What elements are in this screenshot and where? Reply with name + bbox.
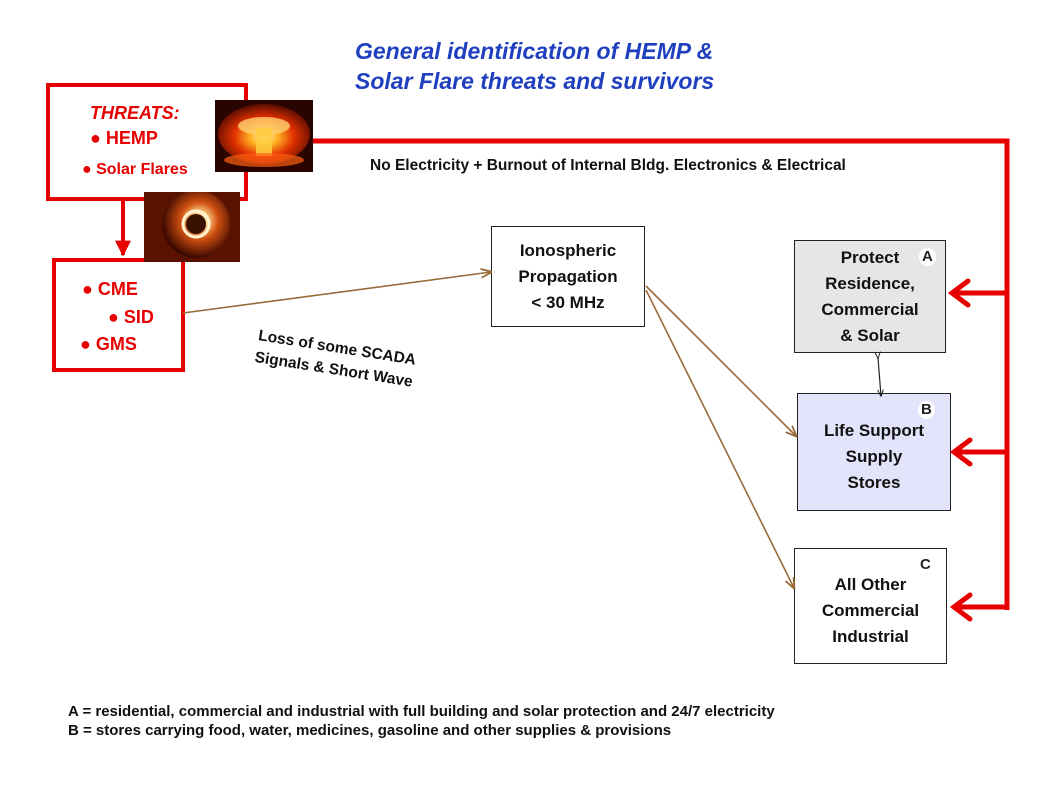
nuclear-blast-photo xyxy=(215,100,313,172)
ionospheric-line-3: < 30 MHz xyxy=(531,292,605,312)
box-c-line-2: Commercial xyxy=(821,601,920,620)
red-arrowhead-a xyxy=(947,278,971,308)
box-a-b-link xyxy=(878,358,881,396)
badge-b: B xyxy=(918,401,935,419)
effects-box xyxy=(52,258,185,372)
box-b-line-3: Stores xyxy=(847,473,901,492)
title-line-2: Solar Flare threats and survivors xyxy=(355,68,715,94)
threat-solar-flares: ● Solar Flares xyxy=(82,161,188,178)
red-arrowhead-c xyxy=(949,592,973,622)
badge-c: C xyxy=(917,556,934,574)
ionospheric-line-1: Ionospheric xyxy=(519,240,617,260)
legend: A = residential, commercial and industri… xyxy=(68,702,775,740)
protect-residence-box: Protect Residence, Commercial & Solar A xyxy=(794,240,946,353)
propagation-arrow xyxy=(182,272,491,314)
box-c-line-1: All Other xyxy=(834,575,907,594)
ionospheric-propagation-box: Ionospheric Propagation < 30 MHz xyxy=(491,226,645,327)
box-a-line-2: Residence, xyxy=(825,273,915,293)
iono-to-box-c-arrow xyxy=(645,289,794,588)
legend-b: B = stores carrying food, water, medicin… xyxy=(68,722,672,739)
ionospheric-line-2: Propagation xyxy=(518,266,618,286)
no-electricity-label: No Electricity + Burnout of Internal Bld… xyxy=(370,157,846,174)
effect-sid: ● SID xyxy=(108,307,154,327)
box-a-line-1: Protect xyxy=(840,247,900,267)
threats-heading: THREATS: xyxy=(90,103,180,123)
box-c-line-3: Industrial xyxy=(832,627,909,646)
diagram-title: General identification of HEMP & Solar F… xyxy=(355,36,815,96)
badge-a: A xyxy=(919,248,936,266)
box-a-line-3: Commercial xyxy=(821,299,919,319)
box-a-line-4: & Solar xyxy=(840,325,900,345)
effect-gms: ● GMS xyxy=(80,334,137,354)
legend-a: A = residential, commercial and industri… xyxy=(68,703,775,720)
box-b-line-1: Life Support xyxy=(823,421,925,440)
all-other-commercial-box: All Other Commercial Industrial C xyxy=(794,548,947,664)
solar-corona-photo xyxy=(144,192,240,262)
title-line-1: General identification of HEMP & xyxy=(355,38,714,64)
life-support-stores-box: Life Support Supply Stores B xyxy=(797,393,951,511)
iono-to-box-b-arrow xyxy=(645,285,796,436)
box-b-line-2: Supply xyxy=(845,447,903,466)
effect-cme: ● CME xyxy=(82,279,138,299)
threat-hemp: ● HEMP xyxy=(90,128,158,148)
red-arrowhead-b xyxy=(949,437,973,467)
